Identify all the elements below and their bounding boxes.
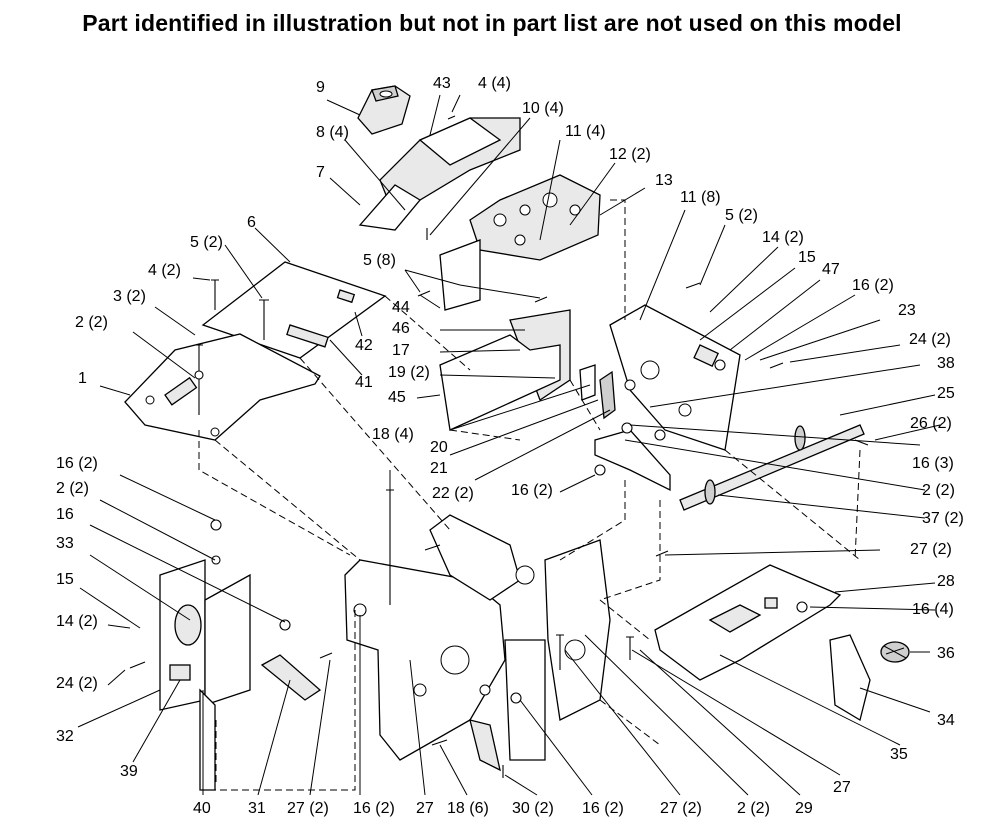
callout-16-4: 16 (4): [912, 601, 954, 618]
shift-lever-21: [579, 364, 616, 420]
callout-7: 7: [316, 164, 325, 181]
callout-44: 44: [392, 299, 410, 316]
callout-41: 41: [355, 374, 373, 391]
callout-2-2-right-a: 2 (2): [922, 482, 955, 499]
leader-lines: [77, 94, 941, 796]
callout-1: 1: [78, 370, 87, 387]
callout-22-2: 22 (2): [432, 485, 474, 502]
callout-5-8: 5 (8): [363, 252, 396, 269]
callout-19-2: 19 (2): [388, 364, 430, 381]
callout-16: 16: [56, 506, 74, 523]
callout-36: 36: [937, 645, 955, 662]
callout-21: 21: [430, 460, 448, 477]
callout-2-2-left: 2 (2): [75, 314, 108, 331]
callout-17: 17: [392, 342, 410, 359]
callout-37-2: 37 (2): [922, 510, 964, 527]
callout-8-4: 8 (4): [316, 124, 349, 141]
callout-33: 33: [56, 535, 74, 552]
callout-28: 28: [937, 573, 955, 590]
callout-46: 46: [392, 320, 410, 337]
callout-6: 6: [247, 214, 256, 231]
lever-31: [260, 654, 322, 701]
callout-24-2-left: 24 (2): [56, 675, 98, 692]
callout-15-left: 15: [56, 571, 74, 588]
callout-31: 31: [248, 800, 266, 817]
callout-4-4: 4 (4): [478, 75, 511, 92]
callout-13: 13: [655, 172, 673, 189]
callout-23: 23: [898, 302, 916, 319]
knob-36: [880, 641, 910, 663]
callout-27-bottom: 27: [416, 800, 434, 817]
callout-35: 35: [890, 746, 908, 763]
callout-11-8: 11 (8): [680, 189, 721, 206]
callout-34: 34: [937, 712, 955, 729]
callout-43: 43: [433, 75, 451, 92]
bolts: [129, 115, 869, 778]
callout-16-2-mid: 16 (2): [511, 482, 553, 499]
callout-14-2-left: 14 (2): [56, 613, 98, 630]
callout-24-2-top: 24 (2): [909, 331, 951, 348]
callout-16-3: 16 (3): [912, 455, 954, 472]
callout-27-2-bottom: 27 (2): [660, 800, 702, 817]
callout-14-2-top: 14 (2): [762, 229, 804, 246]
callout-9: 9: [316, 79, 325, 96]
center-frame: [344, 514, 611, 772]
callout-16-2-top: 16 (2): [852, 277, 894, 294]
callout-20: 20: [430, 439, 448, 456]
callout-11-4: 11 (4): [565, 123, 606, 140]
knob-9: [357, 85, 411, 135]
callout-10-4: 10 (4): [522, 100, 564, 117]
callout-16-2-bottom: 16 (2): [582, 800, 624, 817]
callout-29: 29: [795, 800, 813, 817]
callout-18-6: 18 (6): [447, 800, 489, 817]
callout-45: 45: [388, 389, 406, 406]
pedal-bracket-32: [159, 559, 251, 791]
callout-5-2-top: 5 (2): [190, 234, 223, 251]
shaft-25: [679, 424, 865, 511]
callout-5-2-right: 5 (2): [725, 207, 758, 224]
callout-27-2-right: 27 (2): [910, 541, 952, 558]
bracket-28: [654, 564, 842, 681]
callout-38: 38: [937, 355, 955, 372]
callout-27-2-bottom-left: 27 (2): [287, 800, 329, 817]
callout-30-2: 30 (2): [512, 800, 554, 817]
bracket-34: [829, 634, 871, 722]
callout-4-2: 4 (2): [148, 262, 181, 279]
console-cover-43: [358, 117, 521, 231]
callout-25: 25: [937, 385, 955, 402]
callout-2-2-left-b: 2 (2): [56, 480, 89, 497]
callout-16-2-bottom-left: 16 (2): [353, 800, 395, 817]
callout-39: 39: [120, 763, 138, 780]
callout-26-2: 26 (2): [910, 415, 952, 432]
callout-27-right: 27: [833, 779, 851, 796]
callout-3-2: 3 (2): [113, 288, 146, 305]
callout-32: 32: [56, 728, 74, 745]
callout-18-4: 18 (4): [372, 426, 414, 443]
control-bracket-47: [609, 304, 741, 451]
diagram-heading: Part identified in illustration but not …: [82, 10, 902, 36]
callout-47: 47: [822, 261, 840, 278]
console-panel-13: [439, 174, 601, 311]
callout-40: 40: [193, 800, 211, 817]
callout-15-top: 15: [798, 249, 816, 266]
callout-16-2-left: 16 (2): [56, 455, 98, 472]
callout-2-2-bottom: 2 (2): [737, 800, 770, 817]
callout-12-2: 12 (2): [609, 146, 651, 163]
callout-42: 42: [355, 337, 373, 354]
